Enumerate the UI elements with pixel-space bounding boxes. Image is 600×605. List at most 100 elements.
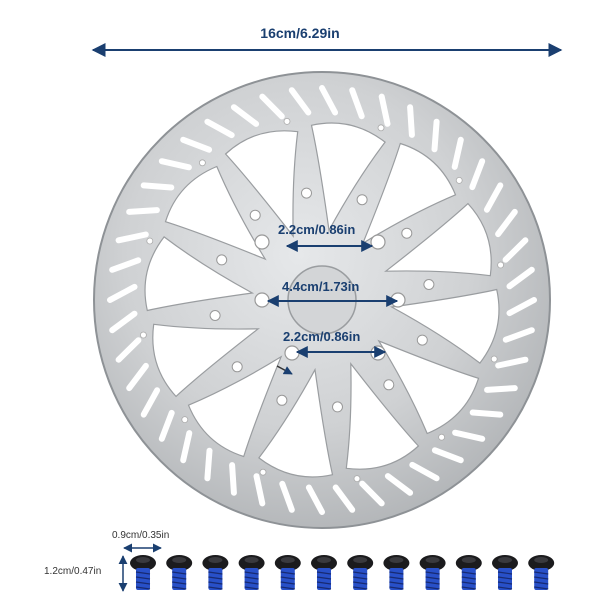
center-hole-bottom-label: 2.2cm/0.86in — [283, 329, 361, 344]
rotor-hole — [455, 176, 463, 184]
edge-slot — [483, 182, 504, 213]
screw-thread — [389, 581, 404, 585]
edge-slot — [359, 480, 385, 507]
screw-thread — [353, 576, 368, 580]
screw-thread — [425, 571, 440, 575]
edge-slot — [140, 182, 175, 191]
screw-thread — [135, 576, 151, 580]
screw-thread — [244, 571, 259, 575]
edge-slot — [469, 158, 486, 191]
screw-head-socket — [244, 557, 259, 563]
edge-slot — [495, 208, 518, 238]
screw-thread — [135, 586, 151, 590]
screw-thread — [461, 581, 476, 585]
center-hole-top-label: 2.2cm/0.86in — [278, 222, 356, 237]
screw-icon — [166, 555, 193, 590]
screw-thread — [353, 571, 368, 575]
rotor-hole — [497, 261, 505, 269]
rotor-small-holes — [139, 118, 505, 483]
screw-thread — [172, 581, 187, 585]
edge-slot — [158, 409, 175, 442]
screw-thread — [389, 576, 404, 580]
edge-slot — [180, 136, 213, 153]
edge-slot — [109, 257, 142, 273]
rotor-hole — [423, 279, 435, 290]
screw-thread — [353, 581, 368, 585]
screw-thread — [425, 576, 440, 580]
screw-head-socket — [280, 557, 295, 563]
screw-head-socket — [425, 557, 440, 563]
rotor-cutout — [310, 122, 386, 233]
rotor-hole — [216, 254, 228, 266]
screw-thread — [353, 586, 368, 590]
edge-slot — [140, 387, 161, 418]
rotor-hole — [276, 394, 288, 406]
rotor-hole — [377, 124, 385, 132]
edge-slot — [158, 158, 192, 171]
edge-slot — [319, 85, 339, 116]
screw-thread — [135, 581, 151, 585]
rotor-hole — [301, 187, 312, 199]
rotor-hole — [231, 361, 243, 373]
edge-slot — [126, 207, 160, 215]
edge-slot — [502, 237, 529, 263]
screw-thread — [208, 586, 223, 590]
rotor-hole — [249, 209, 261, 221]
rotor-cutout — [377, 339, 480, 435]
edge-slot — [349, 87, 365, 120]
screw-thread — [497, 581, 513, 585]
screw-head-socket — [534, 557, 549, 563]
rotor-hole — [209, 310, 221, 321]
rotor-edge-slots — [107, 85, 537, 515]
screw-thread — [389, 571, 404, 575]
edge-slot — [506, 266, 535, 290]
screw-icon — [528, 555, 555, 590]
rotor-hole — [416, 334, 428, 346]
edge-slot — [107, 283, 138, 303]
rotor-hole — [283, 118, 291, 125]
edge-slot — [305, 484, 325, 515]
screw-head-socket — [317, 557, 331, 563]
rotor-cutout — [144, 236, 255, 312]
rotor-cutout — [361, 142, 457, 245]
screw-height-label: 1.2cm/0.47in — [44, 566, 102, 577]
edge-slot — [204, 118, 235, 139]
screw-thread — [280, 571, 295, 575]
edge-slot — [288, 87, 312, 116]
screw-thread — [244, 576, 259, 580]
rotor-hole — [332, 401, 343, 413]
rotor-cutout — [187, 355, 283, 458]
screw-thread — [280, 576, 295, 580]
rotor-hole — [438, 433, 446, 441]
rotor-cutout — [152, 323, 260, 398]
screw-thread — [172, 571, 187, 575]
rotor-hole — [198, 159, 206, 167]
screw-thread — [208, 576, 223, 580]
edge-slot — [279, 480, 295, 513]
rotor-hole — [401, 227, 413, 239]
screw-head-socket — [353, 557, 368, 563]
edge-slot — [229, 462, 237, 496]
screw-head-socket — [498, 557, 512, 563]
rotor-hole — [383, 379, 395, 391]
mounting-screws — [130, 555, 555, 590]
screw-icon — [419, 555, 446, 590]
edge-slot — [204, 447, 213, 482]
screw-thread — [534, 586, 549, 590]
edge-slot — [126, 362, 149, 392]
edge-slot — [506, 297, 537, 317]
rotor-cutout — [164, 165, 267, 261]
screw-thread — [244, 581, 259, 585]
screw-icon — [274, 555, 301, 590]
edge-slot — [469, 409, 504, 418]
rotor-hole — [181, 416, 189, 424]
screw-thread — [316, 581, 332, 585]
screw-thread — [461, 571, 476, 575]
rotor-hole — [356, 194, 368, 206]
screw-icon — [202, 555, 229, 590]
edge-slot — [230, 104, 260, 127]
edge-slot — [109, 310, 138, 334]
screw-icon — [383, 555, 410, 590]
